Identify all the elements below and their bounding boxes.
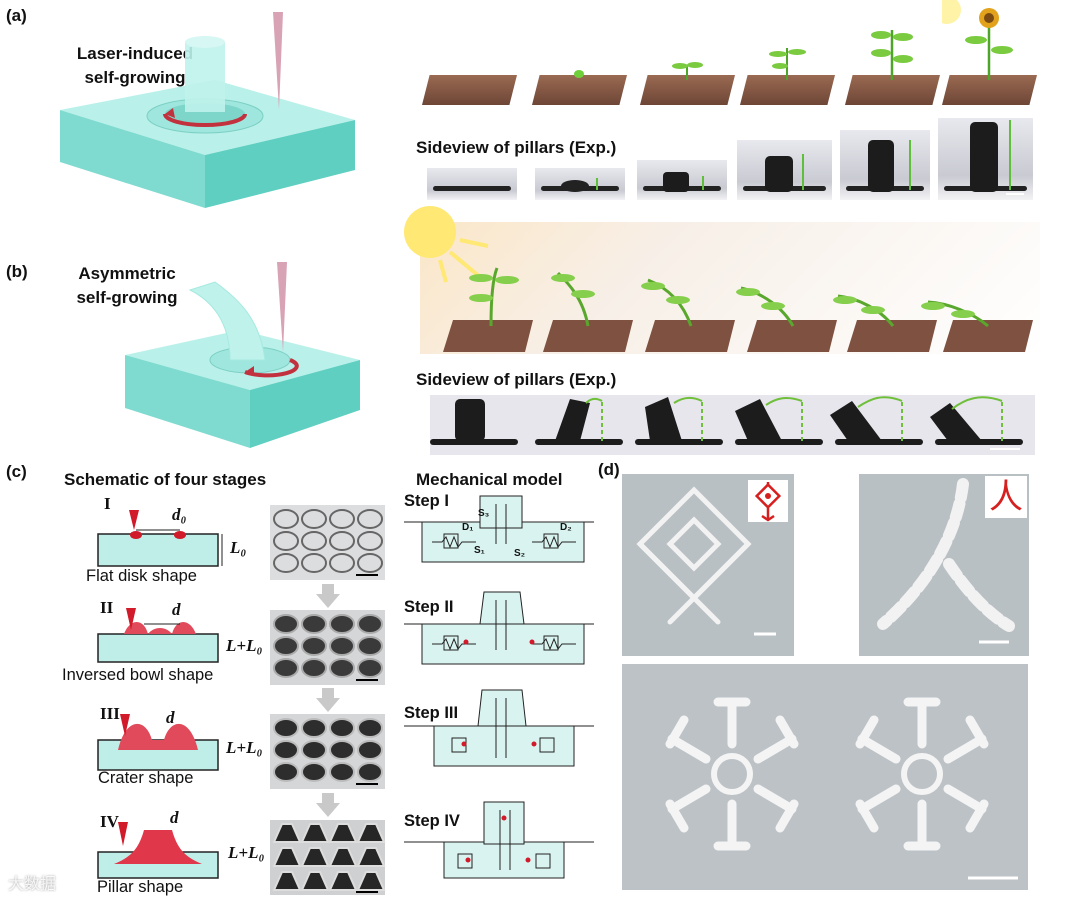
panel-b-3d-block xyxy=(125,262,360,448)
height-label: L+L₀ xyxy=(226,738,263,757)
sideview-tile xyxy=(938,118,1033,200)
spring-damper-model xyxy=(404,495,594,563)
panel-a-sideview-label: Sideview of pillars (Exp.) xyxy=(416,138,617,157)
sideview-tile xyxy=(737,140,832,200)
sun-icon xyxy=(404,206,489,283)
sideview-tile xyxy=(637,160,727,200)
micrograph-stage-1 xyxy=(270,505,385,580)
stage-4-schematic xyxy=(97,822,219,879)
height-label: L₀ xyxy=(230,538,247,557)
watermark-text: 大数据 xyxy=(8,876,57,893)
panel-c-heading-left: Schematic of four stages xyxy=(64,470,267,489)
stage-numeral: III xyxy=(100,704,120,723)
height-label: L+L₀ xyxy=(226,636,263,655)
micrograph-stage-3 xyxy=(270,714,385,789)
step-label: Step III xyxy=(404,704,459,722)
panel-a-title: Laser-induced self-growing xyxy=(60,42,210,90)
panel-b-label: (b) xyxy=(6,262,28,281)
step-label: Step IV xyxy=(404,812,460,830)
sideview-tile xyxy=(427,168,517,200)
stage-2-schematic xyxy=(97,608,219,663)
watermark: 大数据 xyxy=(8,870,56,894)
arrow-down-icon xyxy=(316,793,340,817)
panel-a-3d-block xyxy=(60,12,355,208)
symbol-s2: S₂ xyxy=(514,548,526,559)
spring-damper-model xyxy=(404,801,594,879)
symbol-s3: S₃ xyxy=(478,508,490,519)
arrow-down-icon xyxy=(316,584,340,608)
symbol-d2: D₂ xyxy=(560,522,572,533)
gap-label: d xyxy=(172,600,181,619)
panel-b-sideview-row xyxy=(430,395,1035,455)
gap-label: d₀ xyxy=(172,505,187,524)
panel-b-title-line1: Asymmetric xyxy=(78,264,176,283)
symbol-s1: S₁ xyxy=(474,545,485,556)
stage-numeral: II xyxy=(100,598,114,617)
micrograph-stage-2 xyxy=(270,610,385,685)
symbol-d1: D₁ xyxy=(462,522,474,533)
panel-d-label: (d) xyxy=(598,460,620,479)
panel-a-label: (a) xyxy=(6,6,27,25)
plant-tile xyxy=(942,0,1037,105)
panel-c-heading-right: Mechanical model xyxy=(416,470,563,489)
plant-tile xyxy=(532,60,627,105)
stage-caption: Crater shape xyxy=(98,769,194,787)
gap-label: d xyxy=(166,708,175,727)
stage-caption: Pillar shape xyxy=(97,878,184,896)
plant-tile xyxy=(640,50,735,105)
stage-caption: Inversed bowl shape xyxy=(62,666,214,684)
sideview-tile xyxy=(840,130,930,200)
stage-numeral: I xyxy=(104,494,111,513)
panel-b-title-line2: self-growing xyxy=(76,288,178,307)
stage-1-schematic xyxy=(97,510,223,567)
sideview-tile xyxy=(535,168,625,200)
panel-b-sideview-label: Sideview of pillars (Exp.) xyxy=(416,370,617,389)
step-label: Step II xyxy=(404,598,454,616)
red-chinese-knot-icon xyxy=(748,480,788,522)
sem-flower-patterns xyxy=(622,664,1028,890)
plant-tile xyxy=(845,25,940,105)
plant-tile xyxy=(422,60,517,105)
stage-3-schematic xyxy=(97,714,219,771)
arrow-down-icon xyxy=(316,688,340,712)
step-label: Step I xyxy=(404,492,449,510)
height-label: L+L₀ xyxy=(228,843,265,862)
red-ren-icon: 人 xyxy=(985,476,1027,518)
spring-damper-model xyxy=(404,591,594,665)
micrograph-stage-4 xyxy=(270,820,386,895)
panel-a-title-line2: self-growing xyxy=(84,68,186,87)
bent-plant xyxy=(443,267,1033,352)
panel-b-title: Asymmetric self-growing xyxy=(62,262,192,310)
gap-label: d xyxy=(170,808,179,827)
panel-c-label: (c) xyxy=(6,462,27,481)
plant-tile xyxy=(740,40,835,105)
stage-numeral: IV xyxy=(100,812,119,831)
spring-damper-model xyxy=(404,689,594,767)
panel-a-title-line1: Laser-induced xyxy=(76,44,194,63)
stage-caption: Flat disk shape xyxy=(86,567,197,585)
